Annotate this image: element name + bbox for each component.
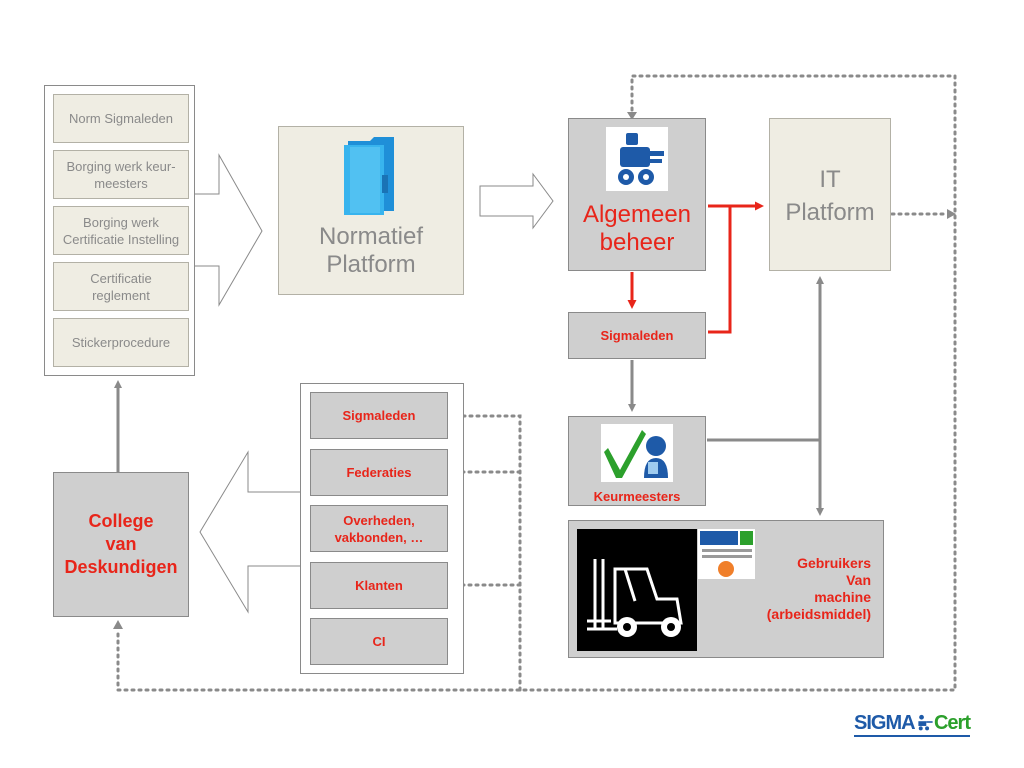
norm-item-borging-ci: Borging werk Certificatie Instelling [53, 206, 189, 255]
forklift-image [577, 529, 697, 651]
norm-item-certificatie-reglement: Certificatie reglement [53, 262, 189, 311]
keurmeesters-box: Keurmeesters [568, 416, 706, 506]
dotted-to-stakeholder-sigmaleden [456, 414, 522, 692]
gebruikers-label: Gebruikers Van machine (arbeidsmiddel) [766, 555, 871, 622]
machine-operator-icon [606, 127, 668, 191]
stakeholder-overheden-vakbonden: Overheden, vakbonden, … [310, 505, 448, 552]
sigmacert-sticker-image [698, 529, 755, 579]
college-label: College van Deskundigen [64, 511, 178, 577]
it-platform-label: IT Platform [785, 166, 875, 226]
checkmark-person-icon [601, 424, 673, 482]
sigmacert-logo: SIGMA Cert [854, 703, 971, 737]
dot-arrowhead-top [627, 112, 637, 120]
norm-item-stickerprocedure: Stickerprocedure [53, 318, 189, 367]
dot-arrowhead-it [947, 209, 956, 219]
normatief-platform-box: Normatief Platform [278, 126, 464, 295]
sigmaleden-box: Sigmaleden [568, 312, 706, 359]
stakeholder-ci: CI [310, 618, 448, 665]
dot-arrowhead-college [113, 620, 123, 629]
outline-arrow-normatief-to-algemeen [479, 172, 554, 230]
norm-item-norm-sigmaleden: Norm Sigmaleden [53, 94, 189, 143]
stakeholder-sigmaleden: Sigmaleden [310, 392, 448, 439]
norm-item-borging-keurmeesters: Borging werk keur- meesters [53, 150, 189, 199]
logo-text-cert: Cert [933, 712, 971, 734]
stakeholder-federaties: Federaties [310, 449, 448, 496]
algemeen-beheer-box: Algemeen beheer [568, 118, 706, 271]
logo-mark-icon [917, 714, 933, 731]
algemeen-beheer-label: Algemeen beheer [582, 201, 692, 256]
outline-arrow-left-to-normatief [195, 153, 263, 307]
normatief-platform-label: Normatief Platform [318, 223, 424, 278]
college-van-deskundigen-box: College van Deskundigen [53, 472, 189, 617]
folder-icon [344, 137, 394, 215]
arrow-sigmaleden-to-it [708, 206, 732, 334]
stakeholder-klanten: Klanten [310, 562, 448, 609]
gebruikers-box: Gebruikers Van machine (arbeidsmiddel) [568, 520, 884, 658]
outline-arrow-stakeholders-to-college [199, 450, 300, 614]
logo-text-sigma: SIGMA [854, 712, 916, 734]
dotted-loop-top [116, 74, 957, 692]
keurmeesters-label: Keurmeesters [593, 489, 681, 504]
it-platform-box: IT Platform [769, 118, 891, 271]
